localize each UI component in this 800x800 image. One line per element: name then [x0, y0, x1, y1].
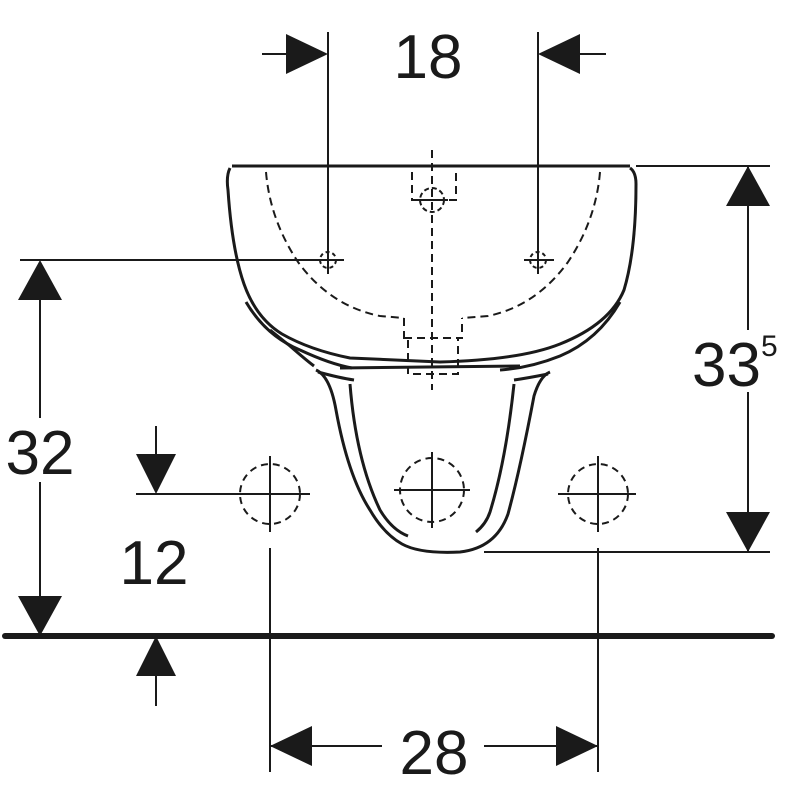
dimension-32-label: 32: [6, 419, 75, 488]
dimension-33-superscript: 5: [761, 330, 778, 363]
dimension-33-5: [484, 165, 770, 553]
dimension-28: [269, 548, 599, 772]
dimension-18-label: 18: [394, 23, 463, 92]
dimension-12: [136, 426, 230, 706]
dimension-18: [262, 32, 606, 262]
dimension-32-label-bg: [0, 418, 82, 482]
bidet-outline: [225, 164, 638, 554]
dimension-33-5-label-bg: [690, 330, 800, 392]
waste-pipe-center: [394, 452, 470, 528]
hidden-lines: [265, 150, 601, 390]
dimension-12-label: 12: [120, 529, 189, 598]
tap-hole: [416, 187, 448, 213]
supply-pipe-right: [558, 456, 636, 532]
dimension-33-main: 33: [692, 331, 761, 400]
dimension-28-label: 28: [400, 719, 469, 788]
supply-pipe-left: [230, 456, 310, 532]
dimension-33-5-label: 335: [692, 330, 778, 400]
